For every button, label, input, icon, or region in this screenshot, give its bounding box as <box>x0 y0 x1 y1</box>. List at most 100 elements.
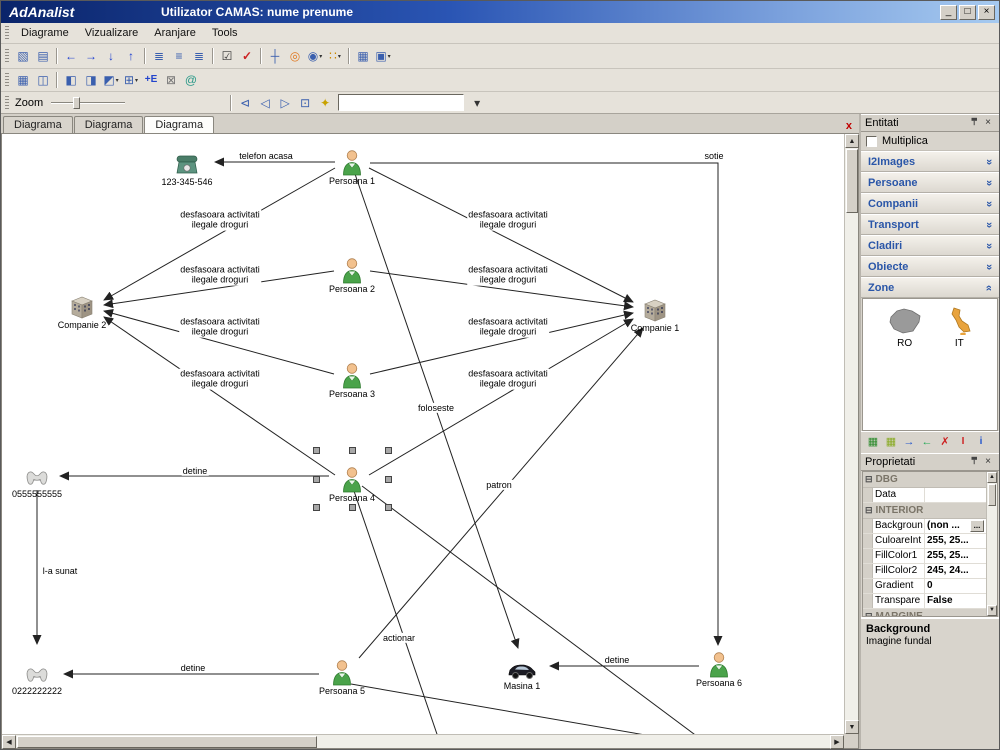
property-value-cell[interactable]: (non ...... <box>925 519 986 533</box>
chevron-down-icon[interactable]: » <box>982 263 995 270</box>
property-group-interior[interactable]: ⊟INTERIOR <box>863 502 986 519</box>
edge-line[interactable] <box>368 167 634 303</box>
chevron-down-icon[interactable]: » <box>982 179 995 186</box>
move-up-icon[interactable]: ↑ <box>128 49 134 63</box>
node-phone-0222[interactable]: 0222222222 <box>2 658 82 697</box>
menu-aranjare[interactable]: Aranjare <box>154 27 196 39</box>
category-persoane[interactable]: Persoane» <box>861 172 999 193</box>
property-value-cell[interactable]: 255, 25... <box>925 534 986 548</box>
minimize-button[interactable]: _ <box>940 4 957 20</box>
edge-line[interactable] <box>370 162 723 646</box>
scroll-up-icon[interactable]: ▲ <box>987 471 997 483</box>
edge-line[interactable] <box>369 310 634 375</box>
edge-line[interactable] <box>103 167 336 301</box>
print-icon[interactable]: ▤ <box>37 49 49 63</box>
close-button[interactable]: × <box>978 4 995 20</box>
category-zone[interactable]: Zone» <box>861 277 999 298</box>
pin-icon[interactable] <box>967 117 981 129</box>
category-companii[interactable]: Companii» <box>861 193 999 214</box>
crosshair-icon[interactable]: ┼ <box>270 49 280 63</box>
zoom-slider[interactable] <box>51 95 126 111</box>
property-group-margine[interactable]: ⊟MARGINE <box>863 608 986 617</box>
menu-tools[interactable]: Tools <box>211 27 238 39</box>
frame-icon[interactable]: ◫ <box>37 73 49 87</box>
collapse-icon[interactable]: ⊟ <box>865 610 873 617</box>
selection-handle[interactable] <box>385 475 392 483</box>
node-companie-1[interactable]: Companie 1 <box>610 295 700 334</box>
arrange-icon[interactable]: ≣ <box>193 49 205 63</box>
zone-item-it[interactable]: IT <box>946 307 972 349</box>
node-persoana-3[interactable]: Persoana 3 <box>307 361 397 400</box>
multiplica-checkbox[interactable] <box>866 135 877 147</box>
distribute-icon[interactable]: ≡ <box>175 49 183 63</box>
insert-entity-icon[interactable]: ▧ <box>17 49 29 63</box>
pin-marker-icon[interactable]: ◉▾ <box>307 49 323 63</box>
edge-line[interactable] <box>103 270 335 309</box>
toolbar-grip[interactable] <box>5 95 9 110</box>
scroll-right-icon[interactable]: ▶ <box>830 735 844 749</box>
property-value-cell[interactable]: 255, 25... <box>925 549 986 563</box>
property-value-cell[interactable]: 245, 24... <box>925 564 986 578</box>
tab-diagrama-1[interactable]: Diagrama <box>3 116 73 133</box>
tab-diagrama-3[interactable]: Diagrama <box>144 116 215 133</box>
chevron-down-icon[interactable]: » <box>982 221 995 228</box>
node-persoana-1[interactable]: Persoana 1 <box>307 148 397 187</box>
window-cascade-icon[interactable]: ◩▾ <box>103 73 119 87</box>
close-icon[interactable]: × <box>985 455 991 467</box>
grid-icon[interactable]: ▦ <box>357 49 369 63</box>
toolbar-grip[interactable] <box>5 26 9 40</box>
horizontal-scroll-thumb[interactable] <box>17 736 317 748</box>
ellipsis-button[interactable]: ... <box>970 519 984 532</box>
zone-info-icon[interactable]: I <box>961 436 965 447</box>
edge-line[interactable] <box>358 327 644 659</box>
lock-icon[interactable]: ⊠ <box>165 73 177 87</box>
node-persoana-5[interactable]: Persoana 5 <box>297 658 387 697</box>
move-down-icon[interactable]: ↓ <box>108 49 114 63</box>
edge-line[interactable] <box>103 309 335 375</box>
edge-line[interactable] <box>350 683 674 734</box>
scroll-down-icon[interactable]: ▼ <box>987 604 997 616</box>
vertical-scrollbar[interactable]: ▲ ▼ <box>844 134 859 734</box>
property-value-cell[interactable]: False <box>925 594 986 608</box>
page-setup-icon[interactable]: ▣▾ <box>375 49 391 63</box>
zone-import-icon[interactable]: → <box>903 435 915 448</box>
toolbar-grip[interactable] <box>5 73 9 87</box>
scroll-left-icon[interactable]: ◀ <box>2 735 16 749</box>
toolbar-grip[interactable] <box>5 49 9 63</box>
insert-frame-icon[interactable]: ⊞▾ <box>123 73 139 87</box>
page-right-icon[interactable]: ▷ <box>280 95 290 110</box>
pin-icon[interactable] <box>967 456 981 468</box>
forward-icon[interactable]: → <box>85 49 97 63</box>
selection-handle[interactable] <box>385 447 392 454</box>
checkbox-check-icon[interactable]: ☑ <box>221 49 233 63</box>
node-persoana-2[interactable]: Persoana 2 <box>307 256 397 295</box>
chevron-down-icon[interactable]: » <box>982 200 995 207</box>
property-value-cell[interactable]: 0 <box>925 579 986 593</box>
web-icon[interactable]: @ <box>184 73 198 87</box>
property-group-dbg[interactable]: ⊟DBG <box>863 471 986 488</box>
window-split-icon[interactable]: ◧ <box>65 73 77 87</box>
quick-find-input[interactable] <box>338 94 465 111</box>
selection-handle[interactable] <box>349 504 356 511</box>
collapse-icon[interactable]: ⊟ <box>865 504 873 515</box>
category-i2images[interactable]: I2Images» <box>861 151 999 172</box>
property-grid-scrollbar[interactable]: ▲ ▼ <box>986 471 997 616</box>
property-value-cell[interactable] <box>925 488 986 502</box>
close-diagram-button[interactable]: x <box>845 120 852 132</box>
window-new-icon[interactable]: ◨ <box>85 73 97 87</box>
edge-line[interactable] <box>103 316 336 476</box>
align-list-icon[interactable]: ≣ <box>153 49 165 63</box>
info-icon[interactable]: i <box>979 436 983 447</box>
selection-handle[interactable] <box>313 504 320 511</box>
edge-line[interactable] <box>369 270 634 311</box>
zone-layer-icon[interactable]: ▦ <box>867 435 879 448</box>
category-cladiri[interactable]: Cladiri» <box>861 235 999 256</box>
zone-delete-icon[interactable]: ✗ <box>940 435 950 448</box>
vertical-scroll-thumb[interactable] <box>846 149 858 213</box>
find-go-icon[interactable]: ▾ <box>474 95 481 110</box>
edge-line[interactable] <box>353 490 439 734</box>
chevron-down-icon[interactable]: » <box>982 158 995 165</box>
